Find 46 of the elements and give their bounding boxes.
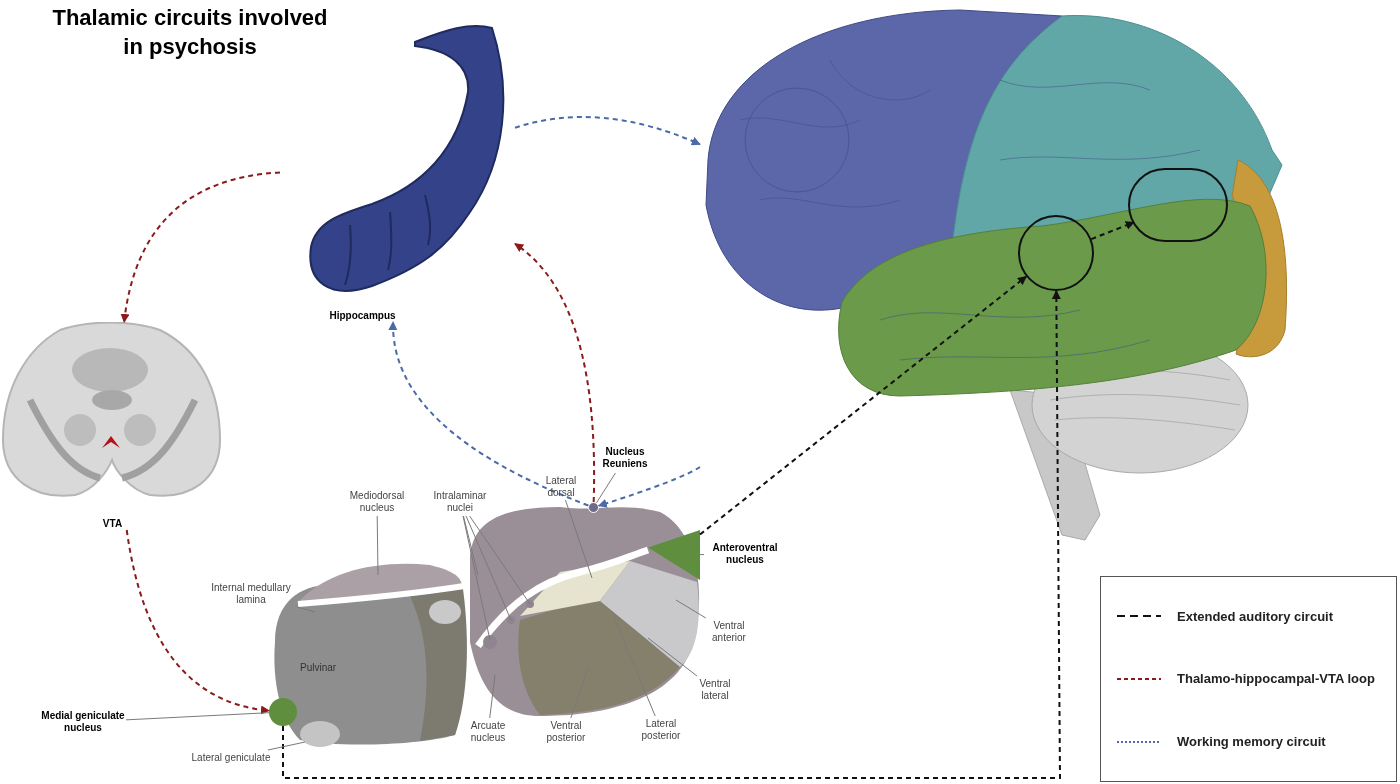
structure-label: Anteroventral nucleus — [704, 540, 786, 568]
leader-line — [462, 515, 479, 576]
leader-line — [125, 712, 270, 721]
leader-line — [595, 472, 616, 504]
structure-label: Medial geniculate nucleus — [40, 700, 126, 744]
legend-label: Working memory circuit — [1177, 732, 1326, 751]
arrow — [282, 290, 1061, 779]
legend-label: Thalamo-hippocampal-VTA loop — [1177, 670, 1375, 689]
structure-label: Ventral anterior — [704, 618, 754, 646]
leader-line — [376, 515, 379, 576]
structure-label: Lateral dorsal — [538, 474, 584, 500]
structure-label: Lateral posterior — [632, 716, 690, 744]
structure-label: Intralaminar nuclei — [428, 488, 492, 516]
nucleus-wedge — [648, 530, 700, 580]
structure-label: Hippocampus — [329, 309, 396, 322]
arrow — [514, 116, 701, 146]
leader-line — [489, 674, 496, 719]
diagram-title: Thalamic circuits involved in psychosis — [51, 4, 329, 61]
arrow — [699, 275, 1028, 536]
arrow — [514, 242, 596, 503]
leader-line — [699, 554, 705, 556]
structure-label: VTA — [102, 517, 123, 530]
leader-line — [465, 515, 512, 621]
leader-line — [469, 515, 531, 605]
structure-label: Lateral geniculate — [186, 750, 276, 766]
structure-label: Nucleus Reuniens — [600, 443, 650, 473]
structure-label: Mediodorsal nucleus — [342, 488, 412, 516]
region-label: Pulvinar — [300, 661, 337, 675]
arrow — [389, 321, 590, 507]
leader-line — [462, 515, 491, 641]
leader-line — [296, 606, 316, 613]
leader-line — [267, 741, 306, 751]
structure-label: Ventral lateral — [690, 676, 740, 704]
leader-line — [564, 499, 593, 579]
leader-line — [675, 599, 707, 619]
structure-label: Ventral posterior — [538, 718, 594, 746]
leader-line — [647, 637, 698, 677]
structure-label: Arcuate nucleus — [462, 718, 514, 746]
arrow — [1090, 221, 1135, 241]
arrow — [125, 529, 271, 714]
leader-line — [611, 611, 656, 717]
structure-label: Internal medullary lamina — [205, 580, 297, 608]
nucleus-blob — [269, 698, 297, 726]
legend-label: Extended auditory circuit — [1177, 607, 1334, 626]
arrow — [597, 466, 701, 508]
arrow — [120, 171, 281, 323]
